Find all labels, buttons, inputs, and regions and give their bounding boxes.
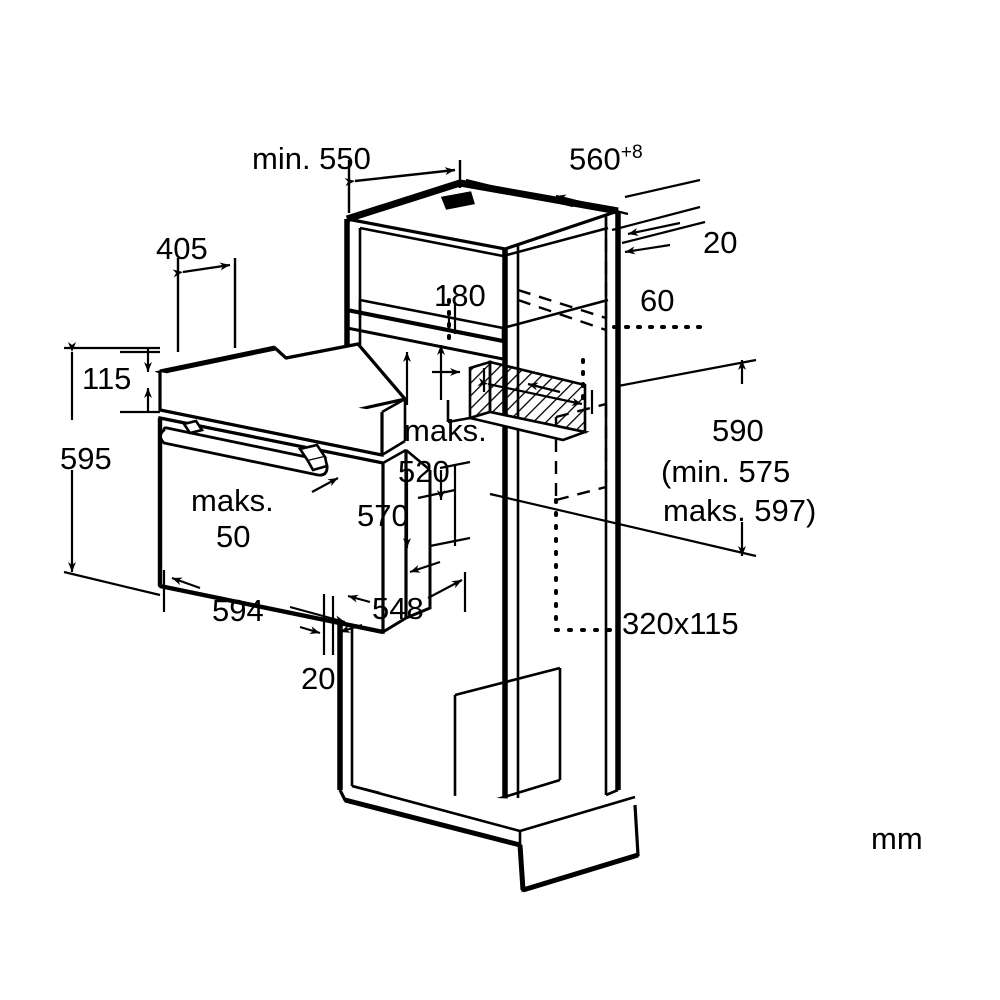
- label-plinth-20: 20: [301, 661, 336, 696]
- label-panel-115: 115: [82, 361, 132, 396]
- hidden-rear-construction-lines: [517, 215, 608, 502]
- label-min-550: min. 550: [252, 141, 371, 176]
- label-shelf-180: 180: [434, 278, 486, 313]
- label-front-405: 405: [156, 231, 208, 266]
- label-height-590: 590: [712, 413, 764, 448]
- label-front-595: 595: [60, 441, 112, 476]
- niche-width-value: 560: [569, 141, 621, 177]
- cabinet-tall-column: [337, 211, 640, 893]
- label-width-548: 548: [372, 591, 424, 626]
- dimension-lines: [63, 160, 757, 655]
- label-gap-20-top: 20: [703, 225, 738, 260]
- label-body-depth-maks: maks.: [404, 413, 487, 448]
- label-unit-mm: mm: [871, 821, 923, 856]
- label-height-min-575: (min. 575: [661, 454, 791, 489]
- niche-width-tolerance: +8: [620, 142, 643, 163]
- oven-appliance: [154, 342, 432, 635]
- label-rear-60: 60: [640, 283, 675, 318]
- label-height-maks-597: maks. 597): [663, 493, 817, 528]
- label-door-gap-maks: maks.: [191, 483, 274, 518]
- label-vent-320x115: 320x115: [622, 606, 739, 641]
- label-depth-570: 570: [357, 498, 409, 533]
- label-door-gap-value: 50: [216, 519, 251, 554]
- label-body-depth-value: 520: [398, 454, 450, 489]
- label-width-594: 594: [212, 593, 264, 628]
- label-560-plus-8: 560+8: [569, 141, 643, 177]
